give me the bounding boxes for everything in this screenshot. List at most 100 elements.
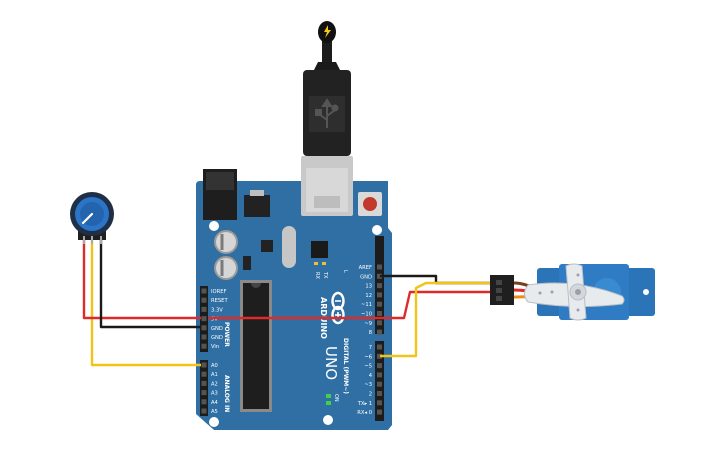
power-header-title: POWER [223,322,230,347]
power-jack [203,169,237,220]
mounting-hole [209,417,219,427]
digital-pin[interactable] [377,292,382,298]
atmega-chip [240,280,272,412]
digital-pin[interactable] [377,381,382,387]
wire-yellow-a0 [90,240,201,367]
reset-button [358,192,382,216]
analog-header-title: ANALOG IN [223,375,230,412]
pin-label: 4 [369,373,373,379]
usb-controller-chip [311,241,328,258]
digital-pin[interactable] [377,320,382,326]
power-pin[interactable] [201,288,207,294]
pin-label: 13 [365,284,372,290]
pin-label: A3 [211,391,218,397]
digital-pin[interactable] [377,301,382,307]
power-pin[interactable] [201,297,207,303]
power-pin[interactable] [201,325,207,331]
power-pin[interactable] [201,343,207,349]
pin-label: 12 [365,293,372,299]
on-led [326,401,331,405]
mounting-hole [209,221,219,231]
pin-label: 7 [369,345,372,351]
digital-pin[interactable] [377,353,382,359]
voltage-regulator [244,190,270,217]
digital-header-title: DIGITAL (PWM~) [342,338,349,394]
digital-pin[interactable] [377,264,382,270]
pin-label: A0 [211,363,218,369]
power-header: IOREF RESET 3.3V 5V GND GND Vin POWER [200,286,230,352]
digital-pin[interactable] [377,311,382,316]
pin-label: GND [211,335,223,341]
power-pin[interactable] [201,316,207,322]
pin-label: TX▸ 1 [357,401,372,407]
wire-red-5v [82,240,201,320]
analog-pin[interactable] [201,371,207,377]
pin-label: RESET [211,298,228,304]
servo-icon [490,263,655,321]
pin-label: ~9 [364,321,372,327]
potentiometer-icon [70,192,114,244]
digital-pin[interactable] [377,273,382,279]
analog-pin[interactable] [201,399,207,405]
rx-led [314,262,318,265]
digital-pin[interactable] [377,329,382,335]
pin-label: ~10 [361,312,372,318]
digital-pin[interactable] [377,344,382,350]
wire-black-gnd [99,240,201,329]
power-pin[interactable] [201,334,207,340]
pin-label: ~6 [364,354,372,360]
pin-label: A2 [211,381,218,387]
on-label: ON [333,394,339,402]
digital-pin[interactable] [377,400,382,406]
pin-label: ~3 [364,382,372,388]
mounting-hole [323,415,333,425]
pin-label: Vin [211,344,219,350]
usb-icon [315,98,339,128]
pin-label: GND [211,326,223,332]
pin-label: AREF [359,265,372,271]
rx-label: RX [314,272,320,279]
wire-yellow-servo [380,281,493,358]
pin-label: RX◂ 0 [357,410,372,416]
digital-pin[interactable] [377,283,382,289]
pin-label: A5 [211,409,218,415]
digital-pin[interactable] [377,409,382,415]
capacitor [214,230,238,254]
pin-label: 5V [211,317,218,323]
crystal [282,226,296,268]
digital-pin[interactable] [377,372,382,378]
analog-pin[interactable] [201,408,207,414]
pin-label: IOREF [211,289,226,295]
pin-label: ~5 [364,364,372,370]
pin-label: ~11 [361,302,372,308]
analog-pin[interactable] [201,380,207,386]
tx-led [322,262,326,265]
capacitor [214,256,238,280]
led-l-label: L [342,270,348,273]
power-pin[interactable] [201,306,207,312]
wire-red-servo [208,290,493,320]
pin-label: 2 [369,392,372,398]
smd-chip [261,240,273,252]
smd-chip [243,256,251,270]
digital-pin[interactable] [377,363,382,369]
usb-socket [301,156,353,216]
usb-cable [303,21,351,156]
digital-pin[interactable] [377,391,382,396]
pin-label: A4 [211,400,219,406]
lightning-icon [324,25,331,38]
analog-pin[interactable] [201,362,207,368]
pin-label: A1 [211,372,218,378]
arduino-logo-icon [331,291,345,325]
wires [82,240,493,367]
on-led [326,394,331,398]
arduino-board: RX TX L ARDUINO UNO ON IOREFRESET3.3V5VG… [196,156,392,430]
tx-label: TX [322,271,328,279]
pin-label: 3.3V [211,307,223,313]
pin-label: 8 [369,330,372,336]
model-text: UNO [322,346,340,380]
analog-pin[interactable] [201,390,207,396]
